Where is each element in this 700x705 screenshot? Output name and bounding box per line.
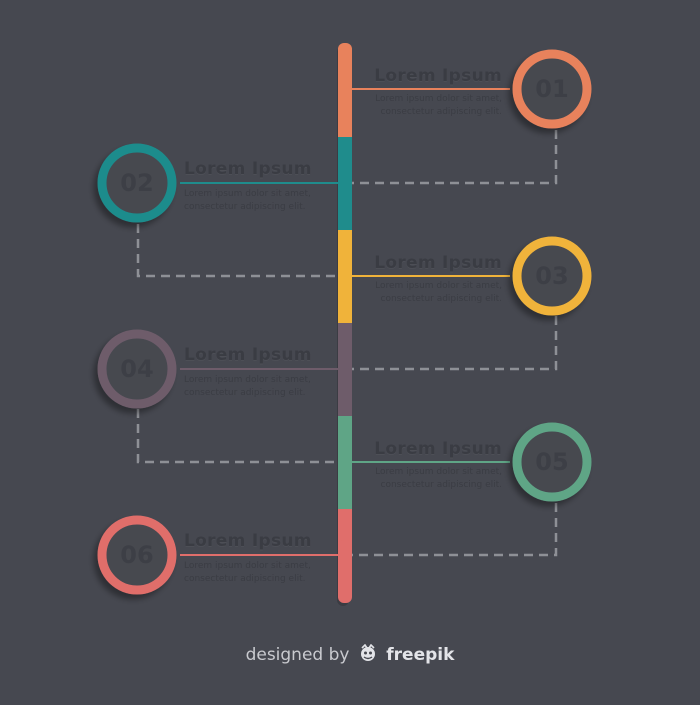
connector-2	[136, 224, 340, 278]
step-5-heading: Lorem Ipsum	[374, 439, 502, 459]
step-5-number: 05	[535, 448, 569, 476]
connector-4	[136, 409, 340, 464]
step-1-heading: Lorem Ipsum	[374, 66, 502, 86]
connector-5	[352, 503, 558, 557]
segment-1-fill	[338, 60, 352, 139]
ring-markers	[97, 49, 592, 595]
timeline-bar	[337, 43, 352, 606]
freepik-brand: freepik	[386, 645, 455, 665]
step-2-number: 02	[120, 169, 154, 197]
step-6-heading: Lorem Ipsum	[184, 531, 312, 551]
credit-prefix: designed by	[245, 645, 350, 665]
step-6-number: 06	[120, 541, 154, 569]
freepik-logo-icon	[358, 643, 378, 665]
step-5-text: Lorem ipsum dolor sit amet, consectetur …	[375, 467, 502, 490]
step-4-ring	[97, 329, 177, 409]
step-6-text: Lorem ipsum dolor sit amet, consectetur …	[184, 561, 311, 584]
segment-2	[338, 137, 352, 231]
segment-6-cap	[338, 540, 352, 603]
step-3-ring	[512, 236, 592, 316]
step-2-text: Lorem ipsum dolor sit amet, consectetur …	[184, 189, 311, 212]
step-1-text: Lorem ipsum dolor sit amet, consectetur …	[375, 94, 502, 117]
step-4-text: Lorem ipsum dolor sit amet, consectetur …	[184, 375, 311, 398]
segment-4	[338, 323, 352, 417]
step-4-heading: Lorem Ipsum	[184, 345, 312, 365]
connector-3	[352, 316, 558, 371]
connector-1	[352, 130, 558, 185]
step-2-heading: Lorem Ipsum	[184, 159, 312, 179]
step-3-text: Lorem ipsum dolor sit amet, consectetur …	[375, 281, 502, 304]
step-5-ring	[512, 422, 592, 502]
dashed-connectors	[136, 130, 558, 557]
credit-footer: designed by freepik	[0, 643, 700, 665]
segment-5	[338, 416, 352, 510]
link-lines	[180, 88, 510, 556]
step-3-heading: Lorem Ipsum	[374, 253, 502, 273]
step-2-ring	[97, 143, 177, 223]
step-3-number: 03	[535, 262, 569, 290]
segment-3	[338, 230, 352, 324]
step-1-number: 01	[535, 75, 569, 103]
step-4-number: 04	[120, 355, 154, 383]
step-6-ring	[97, 515, 177, 595]
step-1-ring	[512, 49, 592, 129]
